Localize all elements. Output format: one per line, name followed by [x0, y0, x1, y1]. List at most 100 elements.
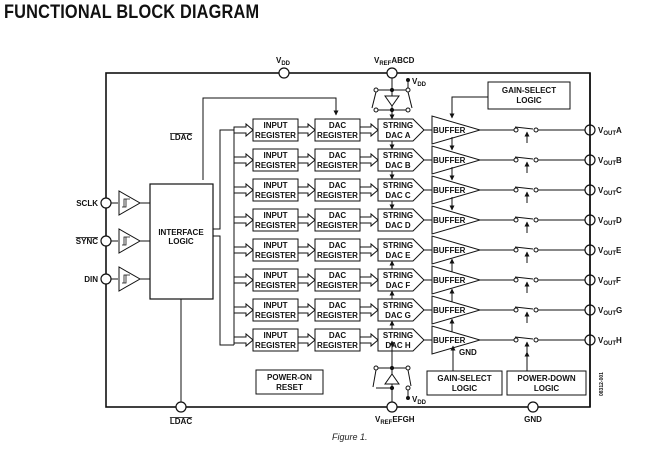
svg-text:REGISTER: REGISTER [255, 311, 296, 320]
bus-arrow-icon [233, 122, 254, 138]
bus-arrow-icon [359, 182, 379, 198]
vdd-ref-top-label: V [412, 77, 418, 86]
string-dac [377, 118, 425, 142]
vout-label: VOUTG [598, 306, 622, 317]
svg-text:DAC H: DAC H [385, 341, 411, 350]
svg-text:DAC: DAC [329, 121, 347, 130]
bus-arrow-icon [359, 152, 379, 168]
vref-abcd-buffer [371, 78, 413, 116]
svg-text:STRING: STRING [383, 271, 413, 280]
svg-text:VDD: VDD [412, 77, 427, 88]
buffer-amplifier [431, 205, 482, 235]
vout-label: VOUTA [598, 126, 622, 137]
svg-text:REGISTER: REGISTER [255, 281, 296, 290]
bus-arrow-icon [359, 122, 379, 138]
power-down-switch [514, 336, 534, 340]
svg-text:REGISTER: REGISTER [255, 221, 296, 230]
sclk-input: SCLK [76, 190, 157, 216]
bus-arrow-icon [233, 242, 254, 258]
vref-efgh-buffer [372, 352, 412, 402]
ldac-top-label: LDAC [170, 133, 192, 142]
gnd-pin: GND [524, 401, 542, 424]
svg-text:DAC B: DAC B [385, 161, 411, 170]
buffer-amplifier [431, 265, 482, 295]
svg-text:GND: GND [524, 415, 542, 424]
svg-text:BUFFER: BUFFER [433, 246, 466, 255]
string-dac [377, 148, 425, 172]
bus-arrow-icon [233, 332, 254, 348]
svg-text:BUFFER: BUFFER [433, 336, 466, 345]
svg-text:DAC G: DAC G [385, 311, 411, 320]
svg-text:INTERFACE: INTERFACE [158, 228, 204, 237]
svg-text:STRING: STRING [383, 301, 413, 310]
power-down-switch [514, 186, 534, 190]
svg-text:GAIN-SELECT: GAIN-SELECT [502, 86, 556, 95]
buffer-amplifier [431, 145, 482, 175]
svg-text:INPUT: INPUT [264, 181, 288, 190]
svg-text:GAIN-SELECT: GAIN-SELECT [437, 374, 491, 383]
power-down-logic-block: POWER-DOWN LOGIC [506, 351, 587, 396]
svg-text:STRING: STRING [383, 121, 413, 130]
svg-text:REGISTER: REGISTER [317, 131, 358, 140]
bus-arrow-icon [297, 302, 316, 318]
bus-arrow-icon [297, 182, 316, 198]
sclk-pin [100, 197, 112, 209]
svg-text:VDD: VDD [412, 395, 427, 406]
string-dac [377, 268, 425, 292]
svg-text:INPUT: INPUT [264, 271, 288, 280]
schmitt-trigger-icon [118, 228, 142, 254]
svg-text:BUFFER: BUFFER [433, 306, 466, 315]
schmitt-trigger-icon [118, 190, 142, 216]
gain-select-logic-top: GAIN-SELECT LOGIC [449, 81, 571, 119]
svg-text:DAC: DAC [329, 331, 347, 340]
buffer-amplifier [431, 115, 482, 145]
bus-arrow-icon [297, 122, 316, 138]
buffer-amplifier [431, 175, 482, 205]
svg-text:DAC: DAC [329, 271, 347, 280]
interface-logic-block: INTERFACE LOGIC [149, 183, 214, 300]
svg-text:VREFEFGH: VREFEFGH [375, 415, 415, 426]
svg-text:SYNC: SYNC [76, 237, 98, 246]
svg-text:LOGIC: LOGIC [452, 384, 478, 393]
svg-text:REGISTER: REGISTER [255, 131, 296, 140]
svg-text:DAC C: DAC C [385, 191, 411, 200]
bus-arrow-icon [359, 302, 379, 318]
svg-text:DAC: DAC [329, 211, 347, 220]
svg-text:DAC F: DAC F [386, 281, 411, 290]
vout-label: VOUTH [598, 336, 622, 347]
string-dac [377, 208, 425, 232]
din-pin [100, 273, 112, 285]
svg-text:INPUT: INPUT [264, 121, 288, 130]
svg-text:REGISTER: REGISTER [255, 341, 296, 350]
string-dac [377, 298, 425, 322]
power-on-reset-block: POWER-ON RESET [255, 369, 324, 395]
power-down-switch [514, 306, 534, 310]
svg-text:INPUT: INPUT [264, 331, 288, 340]
bus-arrow-icon [233, 302, 254, 318]
bus-arrow-icon [233, 212, 254, 228]
svg-text:VREFABCD: VREFABCD [374, 56, 415, 67]
svg-text:REGISTER: REGISTER [255, 191, 296, 200]
svg-text:DIN: DIN [84, 275, 98, 284]
svg-text:DAC D: DAC D [385, 221, 411, 230]
svg-text:REGISTER: REGISTER [317, 191, 358, 200]
power-down-switch [514, 246, 534, 250]
buffer-amplifier [431, 325, 482, 355]
string-dac [377, 328, 425, 352]
svg-text:LDAC: LDAC [170, 417, 192, 426]
svg-text:REGISTER: REGISTER [317, 311, 358, 320]
power-down-switch [514, 156, 534, 160]
vdd-label: V [276, 56, 282, 65]
power-down-switch [514, 276, 534, 280]
svg-text:BUFFER: BUFFER [433, 216, 466, 225]
bus-arrow-icon [297, 242, 316, 258]
svg-text:LOGIC: LOGIC [168, 237, 194, 246]
svg-text:STRING: STRING [383, 241, 413, 250]
svg-text:STRING: STRING [383, 181, 413, 190]
vout-label: VOUTD [598, 216, 622, 227]
schmitt-trigger-icon [118, 266, 142, 292]
bus-arrow-icon [233, 152, 254, 168]
